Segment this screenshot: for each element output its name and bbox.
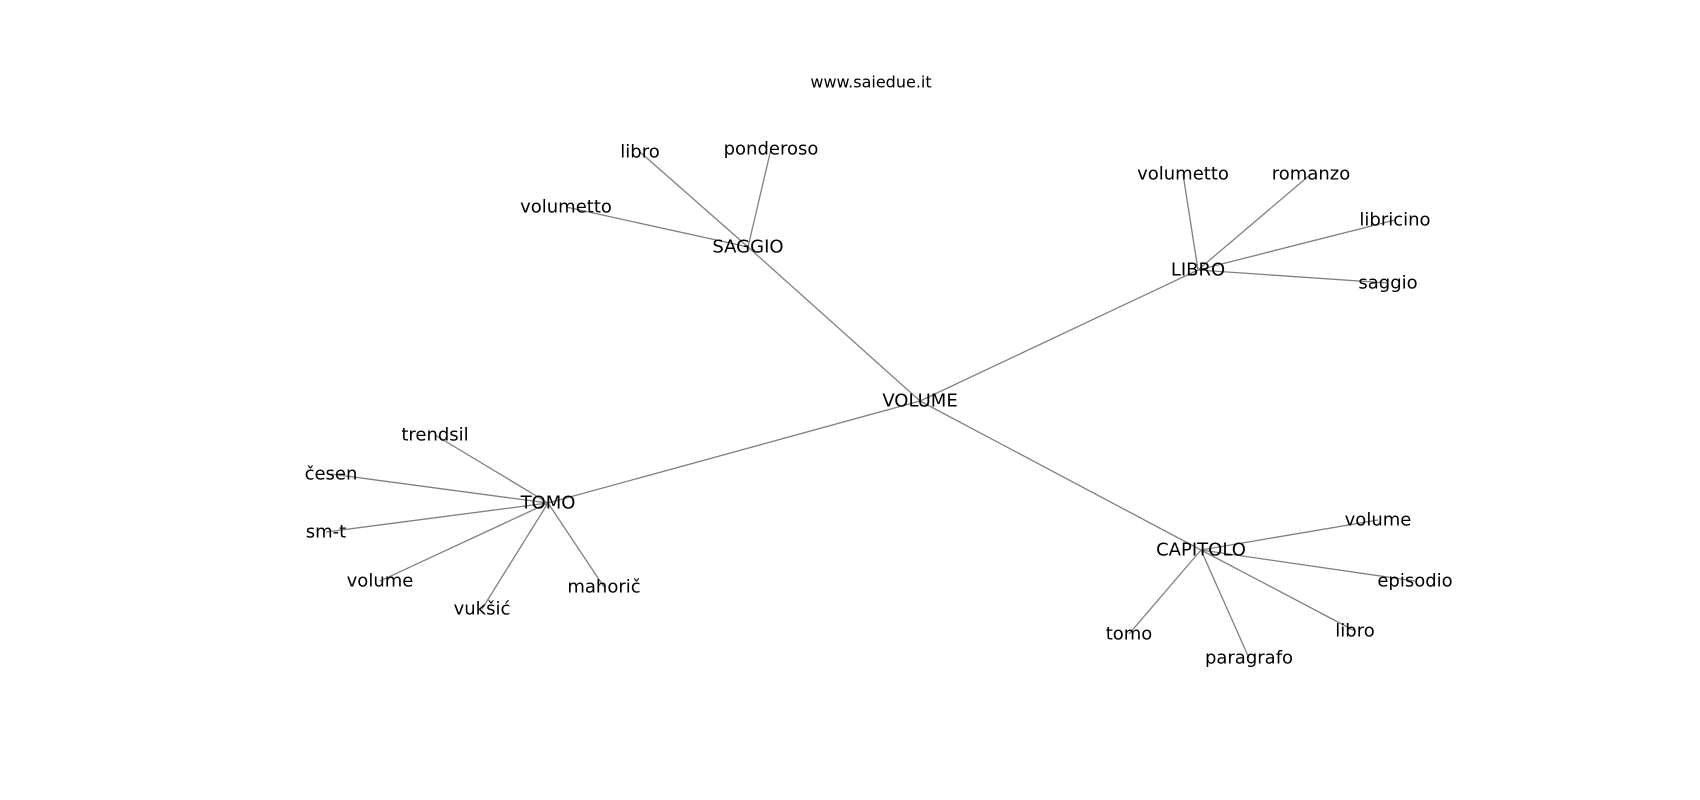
edge-capitolo-capitolo-libro	[1200, 549, 1356, 632]
edge-volume-center-capitolo	[919, 400, 1202, 551]
watermark-text: www.saiedue.it	[810, 73, 931, 92]
node-label-leaf-libro-volumetto: volumetto	[1137, 164, 1229, 185]
node-label-leaf-capitolo-tomo: tomo	[1106, 624, 1153, 645]
node-label-leaf-capitolo-libro: libro	[1335, 621, 1374, 642]
edge-libro-libro-romanzo	[1197, 173, 1312, 271]
node-label-leaf-saggio-libro: libro	[620, 142, 659, 163]
node-label-leaf-saggio-ponderoso: ponderoso	[724, 139, 819, 160]
edge-capitolo-capitolo-episodio	[1200, 549, 1416, 582]
edge-libro-libro-libricino	[1197, 219, 1396, 271]
node-label-leaf-capitolo-paragrafo: paragrafo	[1205, 648, 1293, 669]
node-label-hub-capitolo: CAPITOLO	[1156, 540, 1246, 561]
edge-volume-center-saggio	[747, 246, 921, 402]
edge-volume-center-libro	[919, 269, 1199, 402]
edge-tomo-tomo-sm-t	[325, 502, 549, 533]
node-label-leaf-saggio-volumetto: volumetto	[520, 197, 612, 218]
node-label-hub-tomo: TOMO	[520, 493, 576, 514]
node-label-leaf-tomo-cesen: česen	[305, 464, 358, 485]
edge-tomo-tomo-mahoric	[547, 502, 605, 588]
node-label-leaf-libro-libricino: libricino	[1359, 210, 1430, 231]
edge-capitolo-capitolo-tomo	[1128, 549, 1202, 635]
node-label-center-volume: VOLUME	[882, 391, 957, 412]
edge-tomo-tomo-volume	[379, 502, 549, 582]
edge-saggio-saggio-ponderoso	[747, 148, 772, 248]
node-label-leaf-tomo-sm-t: sm-t	[306, 522, 346, 543]
node-label-leaf-tomo-mahoric: mahorič	[567, 577, 640, 598]
node-label-leaf-tomo-volume: volume	[347, 571, 414, 592]
node-label-hub-libro: LIBRO	[1171, 260, 1225, 281]
node-label-leaf-libro-romanzo: romanzo	[1272, 164, 1350, 185]
edge-libro-libro-saggio	[1197, 269, 1389, 284]
edge-capitolo-capitolo-volume	[1200, 519, 1379, 551]
node-label-leaf-tomo-trendsil: trendsil	[401, 425, 468, 446]
node-label-hub-saggio: SAGGIO	[712, 237, 783, 258]
graph-node-labels: VOLUME SAGGIO libro ponderoso volumettoLIBRO…	[305, 139, 1453, 669]
edge-tomo-tomo-vuksic	[481, 502, 549, 610]
edge-tomo-tomo-trendsil	[434, 434, 549, 504]
edge-libro-libro-volumetto	[1182, 173, 1199, 271]
edge-saggio-saggio-libro	[639, 151, 749, 248]
node-label-leaf-libro-saggio: saggio	[1358, 273, 1417, 294]
edge-tomo-tomo-cesen	[330, 473, 549, 504]
edge-capitolo-capitolo-paragrafo	[1200, 549, 1250, 659]
edge-saggio-saggio-volumetto	[565, 206, 749, 248]
node-label-leaf-capitolo-volume: volume	[1345, 510, 1412, 531]
node-label-leaf-capitolo-episodio: episodio	[1377, 571, 1452, 592]
node-label-leaf-tomo-vuksic: vukšić	[454, 599, 511, 620]
graph-edges	[325, 148, 1416, 659]
edge-volume-center-tomo	[547, 400, 921, 504]
